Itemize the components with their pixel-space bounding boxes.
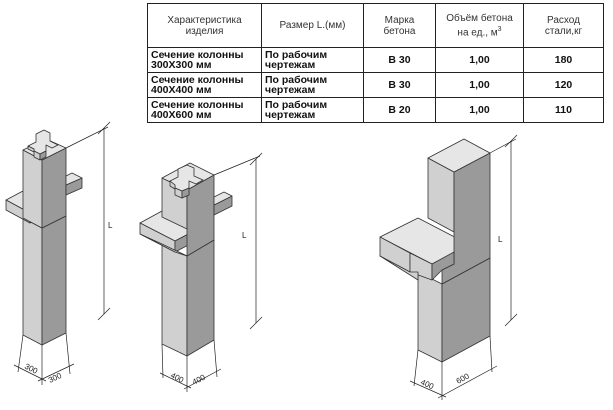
- header-volume: Объём бетона на ед., м3: [435, 3, 524, 48]
- column-300x300: L 300 300: [5, 121, 113, 385]
- volume-cell: 1,00: [435, 97, 524, 123]
- width-dimension-line: [409, 380, 447, 398]
- steel-cell: 110: [523, 97, 604, 123]
- length-label: L: [498, 235, 503, 244]
- dim-b-label: 600: [455, 371, 471, 385]
- dim-a-label: 400: [169, 371, 185, 385]
- width-dimension-line: [13, 364, 47, 382]
- column-head-side: [41, 147, 67, 229]
- length-label: L: [108, 221, 113, 230]
- column-shaft-front: [417, 271, 443, 363]
- dim-b-label: 300: [47, 371, 63, 385]
- rebar-cross-icon: [169, 164, 204, 199]
- dim-a-label: 300: [23, 362, 39, 376]
- width-dimension-line: [159, 372, 192, 389]
- column-shaft-side: [186, 239, 215, 357]
- column-400x600: L 400 600: [379, 134, 518, 400]
- console-bevel: [379, 255, 419, 281]
- column-shaft-front: [161, 243, 188, 357]
- steel-cell: 120: [523, 72, 604, 98]
- dim-a-label: 400: [419, 378, 435, 392]
- console-shadow: [431, 251, 455, 281]
- length-label: L: [242, 231, 247, 240]
- column-head-front: [22, 149, 43, 229]
- volume-cell: 1,00: [435, 47, 524, 73]
- column-400x400: L 400 400: [139, 152, 263, 392]
- console-right-top: [65, 172, 83, 186]
- dim-b-label: 400: [191, 372, 207, 386]
- column-shaft-front: [22, 217, 43, 346]
- console-right-top: [213, 191, 233, 206]
- rebar-cross-icon: [27, 129, 59, 161]
- grade-cell: В 30: [363, 47, 436, 73]
- column-shaft-side: [41, 215, 67, 346]
